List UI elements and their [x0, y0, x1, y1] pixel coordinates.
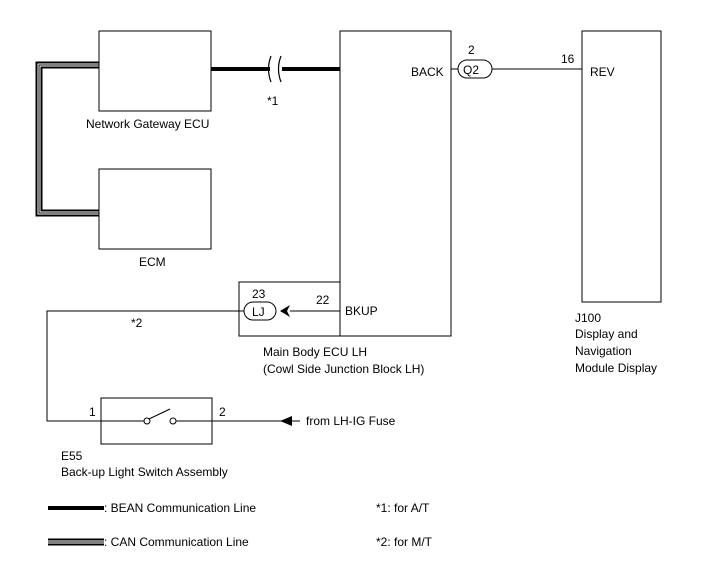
switch-pin1-label: 1	[89, 405, 96, 419]
fuse-source-label: from LH-IG Fuse	[306, 414, 396, 428]
display-label-line2: Navigation	[575, 344, 632, 358]
q2-pin-label: 2	[468, 43, 475, 57]
ecm-label: ECM	[139, 255, 166, 269]
legend-note2: *2: for M/T	[376, 535, 433, 549]
switch-label: Back-up Light Switch Assembly	[61, 465, 228, 479]
lj-pin-label: 23	[252, 287, 266, 301]
legend-can-label: : CAN Communication Line	[104, 535, 249, 549]
switch-contact-icon	[101, 408, 212, 425]
note1-marker: *1	[267, 94, 279, 108]
legend: : BEAN Communication Line : CAN Communic…	[48, 501, 433, 549]
display-label-line3: Module Display	[575, 361, 657, 375]
note2-marker: *2	[131, 316, 143, 330]
gateway-ecu-box	[98, 30, 212, 112]
switch-to-lj-wire	[46, 310, 244, 422]
display-code: J100	[575, 311, 601, 325]
lj-connector-label: LJ	[252, 305, 265, 319]
terminal-rev: REV	[590, 65, 615, 79]
bkup-pin-label: 22	[316, 293, 330, 307]
gateway-ecu-label: Network Gateway ECU	[86, 117, 209, 131]
bean-line-gateway-main-body	[211, 55, 340, 83]
bkup-arrow-icon	[280, 305, 290, 317]
main-body-label-line1: Main Body ECU LH	[263, 345, 367, 359]
rev-pin-label: 16	[561, 52, 575, 66]
q2-connector-label: Q2	[463, 63, 479, 77]
fuse-arrow-icon	[280, 416, 292, 426]
switch-code: E55	[61, 449, 83, 463]
display-label-line1: Display and	[575, 327, 638, 341]
main-body-ecu-box	[339, 30, 452, 337]
switch-pin2-label: 2	[219, 405, 226, 419]
main-body-label-line2: (Cowl Side Junction Block LH)	[263, 362, 424, 376]
terminal-bkup: BKUP	[345, 304, 378, 318]
legend-bean-label: : BEAN Communication Line	[104, 501, 256, 515]
can-line-gateway-ecm	[35, 61, 99, 217]
terminal-back: BACK	[411, 65, 444, 79]
ecm-box	[98, 168, 212, 250]
legend-note1: *1: for A/T	[376, 501, 430, 515]
display-module-box	[581, 30, 662, 303]
